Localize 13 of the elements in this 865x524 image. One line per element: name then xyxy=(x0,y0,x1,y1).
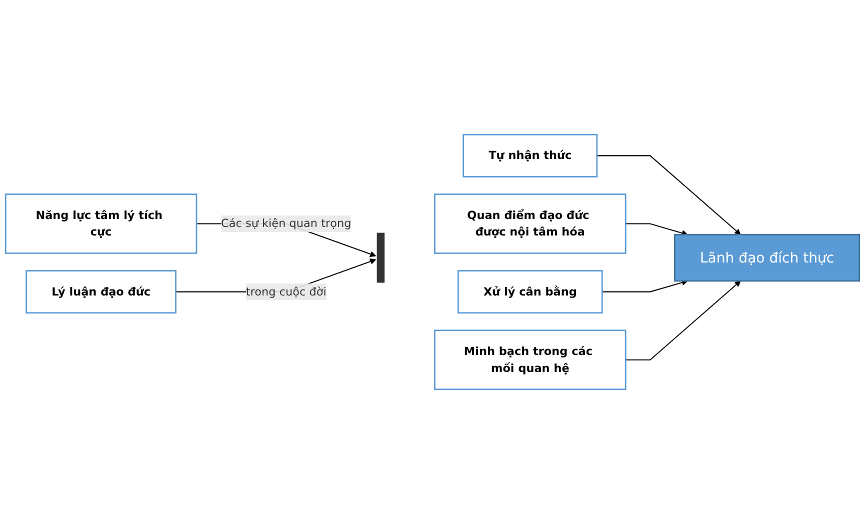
node-box: Năng lực tâm lý tích cực xyxy=(4,194,198,254)
node-box: Minh bạch trong các mối quan hệ xyxy=(434,330,626,390)
node-box: Lý luận đạo đức xyxy=(26,270,176,314)
arrow xyxy=(596,155,741,235)
arrow xyxy=(626,223,688,236)
node-box: Tự nhận thức xyxy=(462,134,598,178)
edge-label: Các sự kiện quan trọng xyxy=(221,216,352,230)
node-box: Lãnh đạo đích thực xyxy=(674,234,860,282)
edge-label: trong cuộc đời xyxy=(246,284,326,298)
node-box: Quan điểm đạo đức được nội tâm hóa xyxy=(434,194,626,254)
node-box: Xử lý cân bằng xyxy=(457,270,603,314)
arrow xyxy=(602,280,688,292)
arrow xyxy=(626,280,741,360)
